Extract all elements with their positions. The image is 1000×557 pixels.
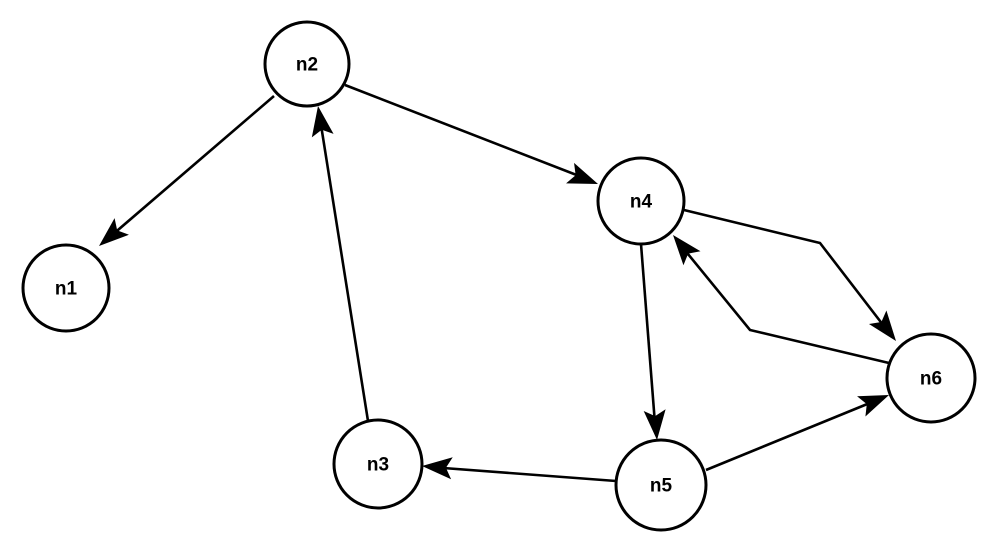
edge-n5-to-n3[interactable] [421, 455, 617, 483]
edge-hit-area[interactable] [706, 398, 882, 470]
edge-hit-area[interactable] [641, 244, 655, 424]
arrowhead-icon [99, 218, 129, 246]
edge-n2-to-n1[interactable] [92, 95, 275, 254]
edge-n3-to-n2[interactable] [307, 104, 370, 422]
edge-hit-area[interactable] [321, 125, 368, 421]
edge-n4-to-n5[interactable] [639, 243, 668, 441]
node-circle[interactable] [614, 438, 708, 532]
graph-node-n4[interactable]: n4 [596, 156, 686, 246]
node-label-n6: n6 [920, 369, 942, 390]
graph-node-n3[interactable]: n3 [332, 418, 424, 510]
arrowhead-icon [673, 235, 701, 266]
node-label-n3: n3 [367, 455, 389, 476]
node-label-n1: n1 [55, 279, 78, 300]
arrowhead-icon [643, 409, 666, 440]
edge-path [319, 124, 370, 422]
nodes-layer: n1 n2 n3 n4 n5 n6 [21, 20, 977, 532]
edge-path [705, 396, 883, 472]
graph-node-n1[interactable]: n1 [21, 243, 111, 333]
graph-node-n6[interactable]: n6 [885, 332, 977, 424]
edge-path [639, 243, 657, 425]
node-label-n4: n4 [630, 192, 653, 213]
arrowhead-icon [868, 310, 896, 341]
edge-path [683, 208, 892, 335]
edge-n2-to-n4[interactable] [344, 83, 602, 194]
node-circle[interactable] [263, 20, 351, 108]
edge-path [344, 83, 593, 183]
edge-n4-to-n6[interactable] [683, 208, 905, 348]
edge-path [429, 465, 617, 483]
node-circle[interactable] [21, 243, 111, 333]
edges-layer [92, 83, 905, 483]
node-circle[interactable] [596, 156, 686, 246]
arrowhead-icon [566, 162, 598, 184]
node-circle[interactable] [885, 332, 977, 424]
graph-node-n2[interactable]: n2 [263, 20, 351, 108]
edge-hit-area[interactable] [684, 210, 890, 334]
edge-hit-area[interactable] [104, 96, 274, 242]
edge-hit-area[interactable] [345, 85, 592, 181]
arrowhead-icon [857, 395, 889, 417]
node-label-n5: n5 [650, 476, 673, 497]
arrowhead-icon [422, 457, 453, 480]
arrowhead-icon [311, 106, 334, 138]
graph-node-n5[interactable]: n5 [614, 438, 708, 532]
edge-n5-to-n6[interactable] [705, 385, 893, 472]
node-circle[interactable] [332, 418, 424, 510]
node-label-n2: n2 [296, 55, 318, 76]
edge-path [103, 95, 275, 243]
edge-n6-to-n4[interactable] [664, 228, 890, 365]
edge-path [677, 242, 890, 365]
edge-hit-area[interactable] [430, 467, 616, 481]
